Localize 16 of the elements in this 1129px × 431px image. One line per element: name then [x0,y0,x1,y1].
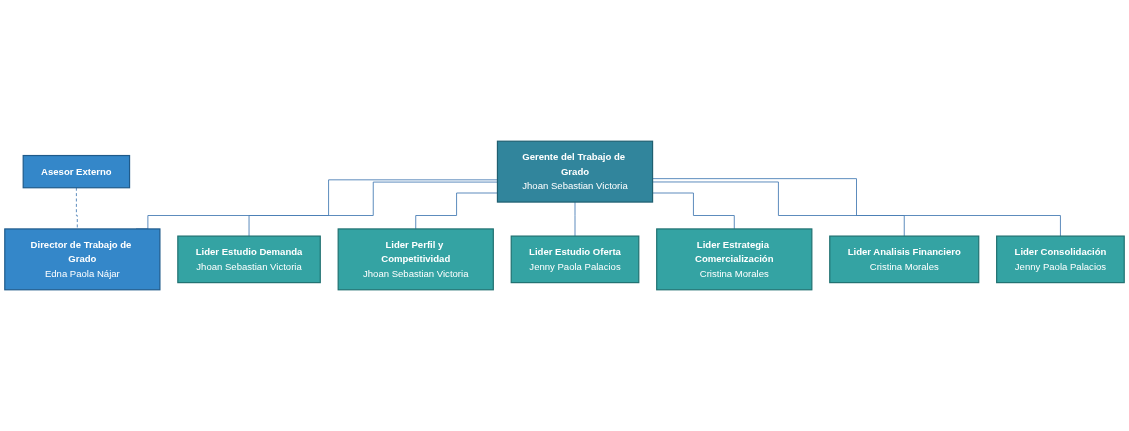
node-box: Lider Analisis Financiero Cristina Morales [829,235,980,284]
connector [248,181,498,237]
node-box: Director de Trabajo de Grado Edna Paola Nájar [4,228,161,291]
connector [574,201,576,237]
connector [652,192,735,230]
node-box: Lider Estudio Oferta Jenny Paola Palacios [510,235,640,284]
connector [415,192,498,230]
node-box: Asesor Externo [22,154,131,189]
connector [652,181,905,237]
node-box: Gerente del Trabajo de Grado Jhoan Sebastian Victoria [496,140,654,203]
node-box: Lider Consolidación Jenny Paola Palacios [996,235,1125,284]
node-box: Lider Estudio Demanda Jhoan Sebastian Victoria [177,235,321,284]
connector [75,187,79,230]
node-box: Lider Perfil y Competitividad Jhoan Sebastian Victoria [337,228,494,291]
connector [652,178,1061,237]
node-box: Lider Estrategia Comercialización Cristina Morales [656,228,813,291]
